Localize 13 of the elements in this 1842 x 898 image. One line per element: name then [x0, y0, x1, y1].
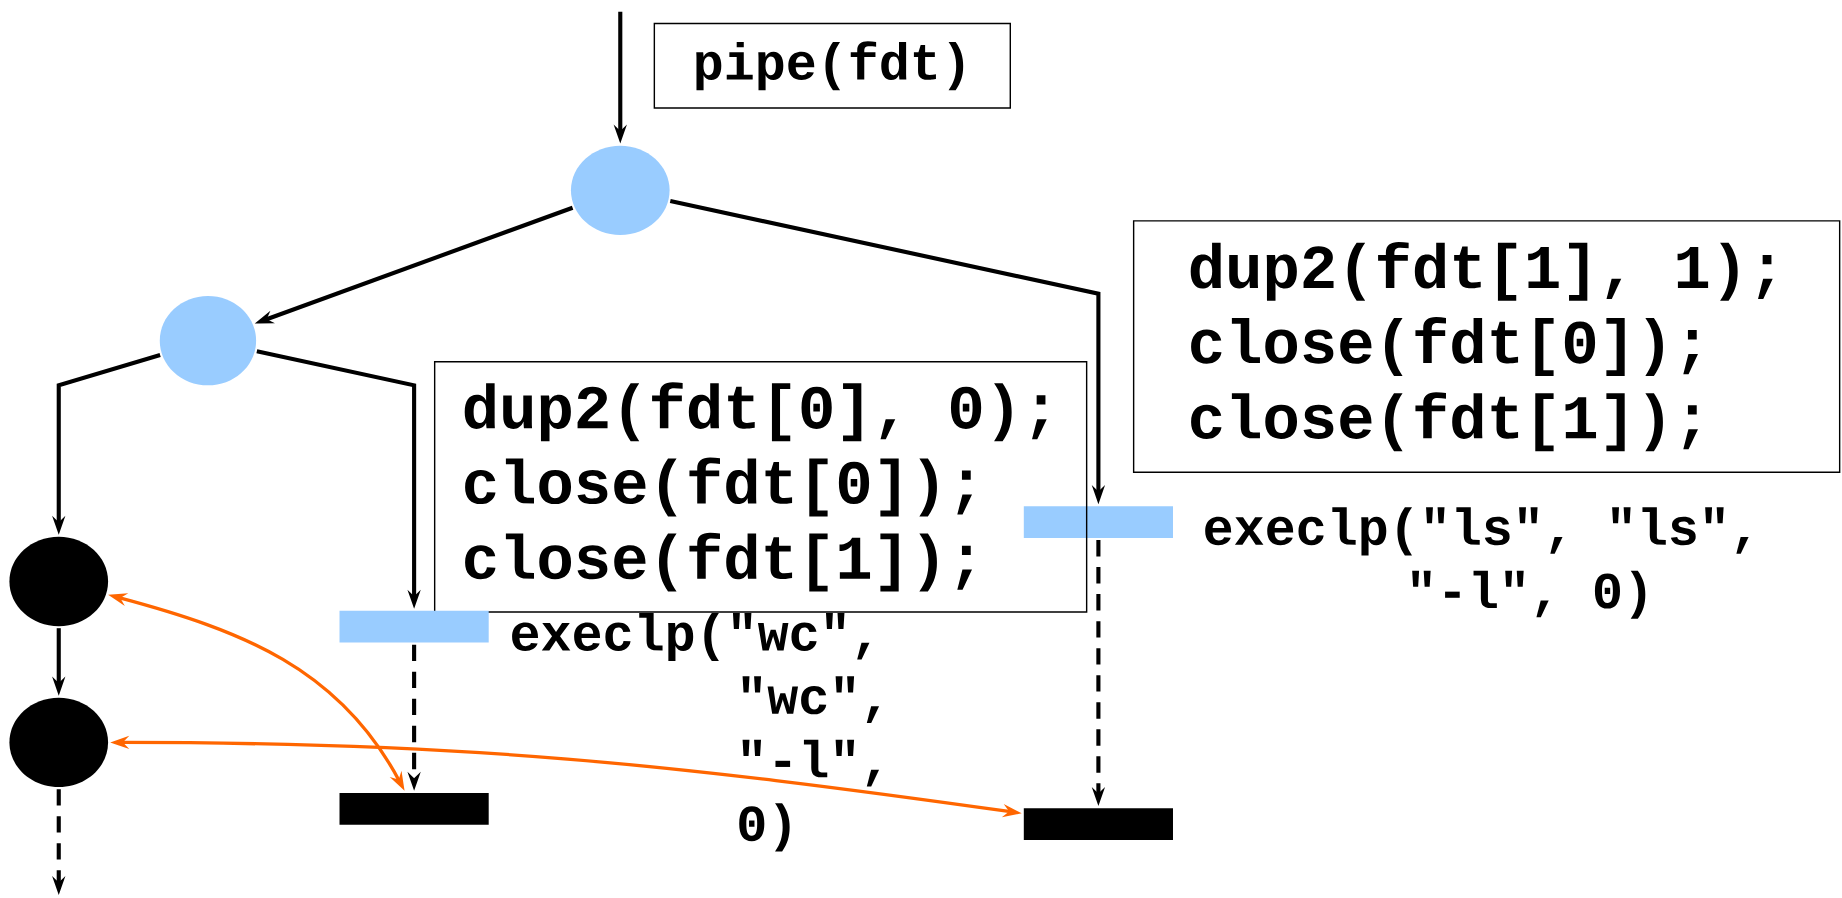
- code-label: execlp("wc", "wc", "-l", 0): [512, 613, 880, 852]
- code-label: execlp("ls", "ls", "-l", 0): [1205, 507, 1749, 620]
- code-box: dup2(fdt[0], 0); close(fdt[0]); close(fdt[1]);: [433, 361, 1088, 613]
- circle-node: [9, 537, 109, 627]
- bar-node: [339, 611, 489, 643]
- code-box: dup2(fdt[1], 1); close(fdt[0]); close(fdt[1]);: [1132, 220, 1841, 474]
- bar-node: [339, 793, 489, 825]
- bar-node: [1023, 808, 1173, 841]
- circle-node: [570, 145, 670, 236]
- circle-node: [9, 698, 109, 788]
- code-box: pipe(fdt): [653, 23, 1011, 110]
- bar-node: [1023, 506, 1173, 539]
- circle-node: [159, 296, 257, 386]
